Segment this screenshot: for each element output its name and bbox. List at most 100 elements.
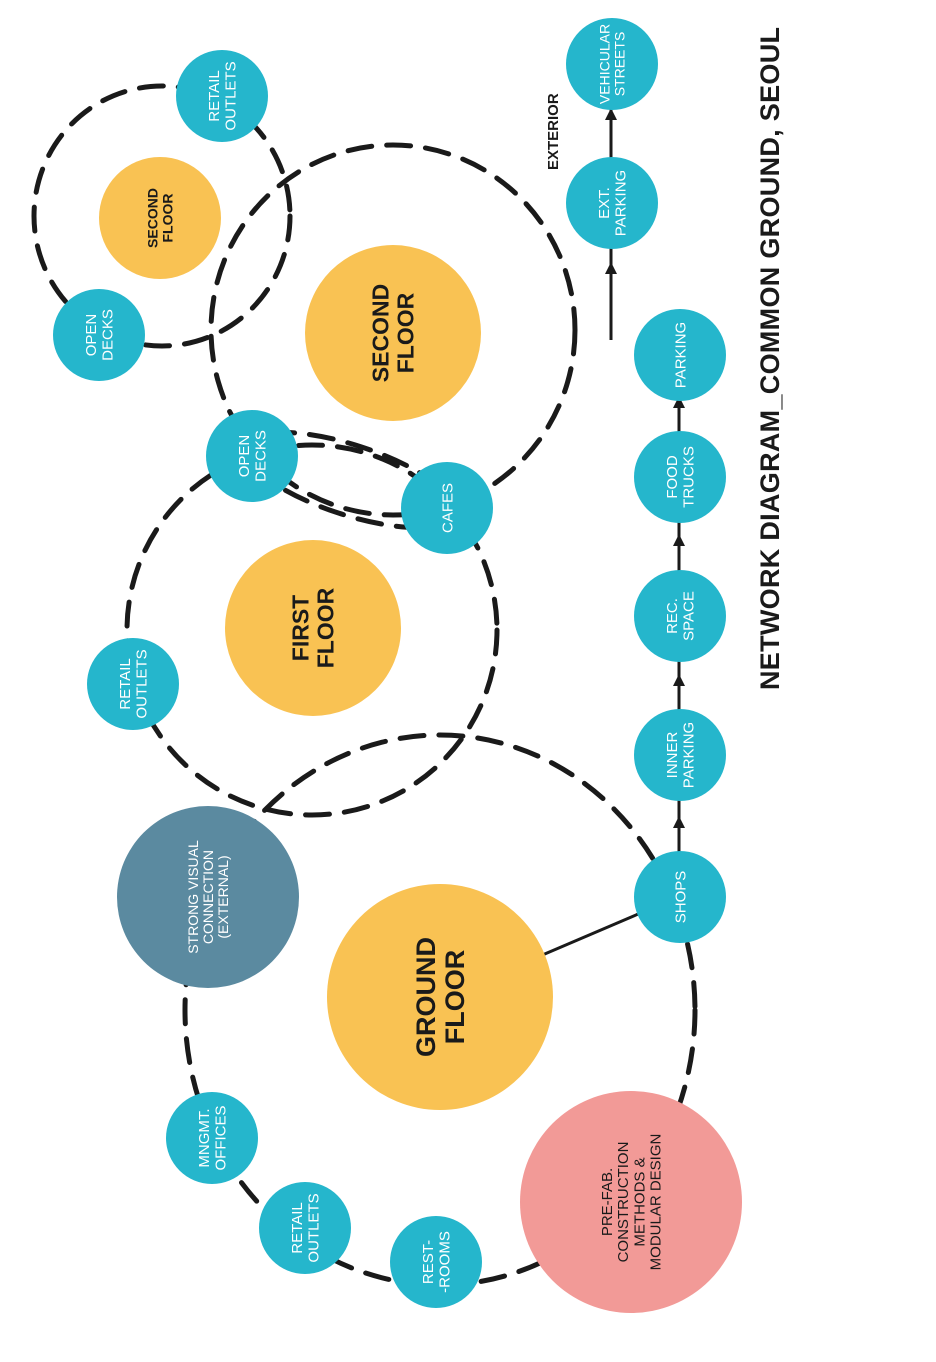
rec-space-node-circle <box>634 570 726 662</box>
open-decks-mid-node-circle <box>206 410 298 502</box>
mngmt-offices-node-label: MNGMT.OFFICES <box>196 1105 229 1170</box>
exterior-label: EXTERIOR <box>545 93 562 170</box>
vehicular-streets-node-circle <box>566 18 658 110</box>
open-decks-mid-node-label-line: DECKS <box>252 430 269 482</box>
rec-space-node: REC.SPACE <box>634 570 726 662</box>
prefab-construction-node-label-line: METHODS & <box>631 1157 648 1246</box>
open-decks-mid-node-label: OPENDECKS <box>236 430 269 482</box>
strong-visual-connection-node-label-line: CONNECTION <box>200 850 216 944</box>
inner-parking-node-label: INNERPARKING <box>664 722 697 788</box>
retail-outlets-bottom-node-label-line: RETAIL <box>289 1202 306 1253</box>
retail-outlets-mid-node-label: RETAILOUTLETS <box>117 649 150 718</box>
retail-outlets-bottom-node-circle <box>259 1182 351 1274</box>
second-floor-node-label: SECONDFLOOR <box>368 284 419 382</box>
second-floor-small-node-label-line: SECOND <box>144 188 160 248</box>
ext-parking-node-label-line: EXT. <box>596 187 613 219</box>
open-decks-top-node: OPENDECKS <box>53 289 145 381</box>
food-trucks-node-label-line: FOOD <box>664 455 681 498</box>
second-floor-small-node-label: SECONDFLOOR <box>144 188 175 248</box>
strong-visual-connection-node-label-line: (EXTERNAL) <box>215 855 231 938</box>
parking-node-label: PARKING <box>672 322 689 388</box>
second-floor-cluster-ring <box>208 142 578 518</box>
prefab-construction-node-circle <box>520 1091 742 1313</box>
ground-floor-node-label: GROUNDFLOOR <box>411 937 470 1057</box>
cafes-node-label-line: CAFES <box>439 483 456 533</box>
retail-outlets-top-node-label-line: OUTLETS <box>222 61 239 130</box>
retail-outlets-mid-node: RETAILOUTLETS <box>87 638 179 730</box>
second-floor-small-node-circle <box>99 157 221 279</box>
open-decks-top-node-label-line: DECKS <box>99 309 116 361</box>
prefab-construction-node: PRE-FAB.CONSTRUCTIONMETHODS &MODULAR DES… <box>520 1091 742 1313</box>
second-floor-small-cluster-ring <box>31 83 293 349</box>
strong-visual-connection-node-label-line: STRONG VISUAL <box>185 840 201 954</box>
strong-visual-connection-node-label: STRONG VISUALCONNECTION(EXTERNAL) <box>185 840 231 954</box>
first-floor-node-label: FIRSTFLOOR <box>288 587 339 668</box>
ground-floor-node-label-line: FLOOR <box>440 950 470 1045</box>
cafes-node-circle <box>401 462 493 554</box>
food-trucks-node: FOODTRUCKS <box>634 431 726 523</box>
retail-outlets-top-node-label-line: RETAIL <box>206 70 223 121</box>
strong-visual-connection-node: STRONG VISUALCONNECTION(EXTERNAL) <box>117 806 299 988</box>
rest-rooms-node-circle <box>390 1216 482 1308</box>
mngmt-offices-node-label-line: OFFICES <box>212 1105 229 1170</box>
rest-rooms-node-label-line: -ROOMS <box>436 1231 453 1293</box>
ext-parking-node: EXT.PARKING <box>566 157 658 249</box>
open-decks-top-node-label: OPENDECKS <box>83 309 116 361</box>
second-floor-node-label-line: SECOND <box>368 284 394 382</box>
mngmt-offices-node: MNGMT.OFFICES <box>166 1092 258 1184</box>
retail-outlets-top-node-label: RETAILOUTLETS <box>206 61 239 130</box>
parking-node: PARKING <box>634 309 726 401</box>
food-trucks-node-circle <box>634 431 726 523</box>
ext-parking-node-label-line: PARKING <box>612 170 629 236</box>
prefab-construction-node-label-line: CONSTRUCTION <box>615 1142 632 1263</box>
retail-outlets-mid-node-label-line: RETAIL <box>117 658 134 709</box>
shops-node-label-line: SHOPS <box>672 871 689 924</box>
vehicular-streets-node-label: VEHICULARSTREETS <box>596 24 627 104</box>
shops-node-label: SHOPS <box>672 871 689 924</box>
first-floor-node-label-line: FIRST <box>288 595 314 661</box>
prefab-construction-node-label-line: PRE-FAB. <box>599 1168 616 1236</box>
ext-parking-node-label: EXT.PARKING <box>596 170 629 236</box>
ground-floor-node: GROUNDFLOOR <box>327 884 553 1110</box>
second-floor-node-circle <box>305 245 481 421</box>
mngmt-offices-node-label-line: MNGMT. <box>196 1108 213 1167</box>
diagram-title: NETWORK DIAGRAM_COMMON GROUND, SEOUL <box>755 27 785 690</box>
rec-space-node-label-line: SPACE <box>680 591 697 641</box>
second-floor-node: SECONDFLOOR <box>305 245 481 421</box>
prefab-construction-node-label-line: MODULAR DESIGN <box>648 1134 665 1271</box>
ground-floor-node-label-line: GROUND <box>411 937 441 1057</box>
food-trucks-node-label-line: TRUCKS <box>680 446 697 508</box>
food-trucks-node-label: FOODTRUCKS <box>664 446 697 508</box>
first-floor-node-circle <box>225 540 401 716</box>
rec-space-node-label: REC.SPACE <box>664 591 697 641</box>
second-floor-small-node-label-line: FLOOR <box>160 194 176 243</box>
retail-outlets-mid-node-circle <box>87 638 179 730</box>
retail-outlets-top-node-circle <box>176 50 268 142</box>
second-floor-node-label-line: FLOOR <box>393 292 419 373</box>
parking-node-circle <box>634 309 726 401</box>
retail-outlets-bottom-node-label-line: OUTLETS <box>305 1193 322 1262</box>
vehicular-streets-node-label-line: VEHICULAR <box>596 24 612 104</box>
rest-rooms-node: REST--ROOMS <box>390 1216 482 1308</box>
open-decks-top-node-circle <box>53 289 145 381</box>
first-floor-node: FIRSTFLOOR <box>225 540 401 716</box>
inner-parking-node-label-line: INNER <box>664 731 681 778</box>
inner-parking-node-circle <box>634 709 726 801</box>
parking-node-label-line: PARKING <box>672 322 689 388</box>
rec-space-node-label-line: REC. <box>664 598 681 634</box>
prefab-construction-node-label: PRE-FAB.CONSTRUCTIONMETHODS &MODULAR DES… <box>599 1134 665 1271</box>
cafes-node-label: CAFES <box>439 483 456 533</box>
shops-node: SHOPS <box>634 851 726 943</box>
rest-rooms-node-label: REST--ROOMS <box>420 1231 453 1293</box>
inner-parking-node: INNERPARKING <box>634 709 726 801</box>
inner-parking-node-label-line: PARKING <box>680 722 697 788</box>
open-decks-top-node-label-line: OPEN <box>83 314 100 357</box>
second-floor-small-node: SECONDFLOOR <box>99 157 221 279</box>
first-floor-node-label-line: FLOOR <box>313 587 339 668</box>
first-floor-cluster-ring <box>124 442 500 818</box>
open-decks-mid-node-label-line: OPEN <box>236 435 253 478</box>
ground-floor-node-circle <box>327 884 553 1110</box>
mngmt-offices-node-circle <box>166 1092 258 1184</box>
vehicular-streets-node: VEHICULARSTREETS <box>566 18 658 110</box>
retail-outlets-mid-node-label-line: OUTLETS <box>133 649 150 718</box>
